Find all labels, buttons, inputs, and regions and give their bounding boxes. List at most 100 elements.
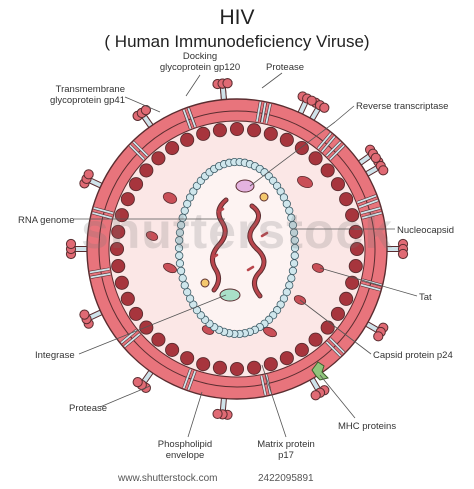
label-transmembrane: Transmembrane glycoprotein gp41 (20, 84, 125, 106)
label-matrix-line2: p17 (278, 450, 294, 461)
capsid-bead (175, 259, 185, 268)
leader-line (261, 364, 287, 438)
gp120-knob (65, 238, 77, 250)
matrix-bead (279, 132, 294, 147)
matrix-bead (114, 208, 129, 223)
tat-protein (163, 262, 177, 274)
matrix-bead (139, 163, 154, 178)
capsid-bead (183, 288, 192, 297)
matrix-bead (279, 351, 294, 366)
gp41-strand (360, 207, 381, 215)
leader-line (261, 72, 283, 89)
gp41-strand (93, 207, 114, 215)
gp41-strand (260, 375, 267, 396)
label-integrase: Integrase (35, 350, 75, 361)
label-matrix-line1: Matrix protein (257, 439, 315, 450)
gp41-strand (265, 103, 272, 124)
matrix-bead (196, 126, 211, 141)
matrix-bead (348, 259, 363, 274)
matrix-bead (308, 332, 323, 347)
label-reverse-transcriptase: Reverse transcriptase (356, 101, 449, 112)
label-nucleocapsid: Nucleocapsid (397, 225, 455, 236)
rna-strand-2 (248, 204, 266, 298)
gp41-strand (362, 211, 382, 219)
matrix-bead (196, 357, 211, 372)
leader-line (99, 385, 151, 408)
gp41-strand (187, 370, 197, 391)
matrix-bead (109, 241, 125, 257)
stock-footer-bar: www.shutterstock.com 2422095891 (0, 468, 474, 489)
matrix-bead (339, 192, 354, 207)
leader-line (319, 374, 356, 419)
matrix-bead (247, 123, 262, 138)
matrix-bead (349, 241, 365, 257)
gp41-strand (129, 144, 145, 161)
matrix-bead (128, 306, 144, 321)
matrix-bead (320, 163, 335, 178)
matrix-bead (212, 123, 227, 138)
tat-protein (311, 263, 325, 273)
gp41-strand (89, 268, 110, 274)
watermark: shutterstock (80, 203, 394, 259)
gp120-knob (310, 390, 321, 401)
matrix-bead (294, 342, 309, 358)
label-matrix-protein: Matrix protein p17 (246, 439, 326, 461)
capsid-bead (178, 274, 187, 283)
rna-fragment (216, 207, 225, 214)
matrix-bead (151, 151, 166, 166)
gp41-strand (321, 135, 336, 153)
matrix-bead (345, 208, 360, 223)
gp41-strand (358, 199, 379, 209)
label-docking-line1: Docking (182, 51, 218, 62)
reverse-transcriptase-shape (235, 179, 255, 193)
leader-line (319, 267, 418, 297)
gp41-strand (90, 272, 111, 279)
matrix-bead (120, 192, 135, 207)
matrix-bead (263, 357, 278, 372)
capsid-bead (176, 266, 186, 275)
label-transmembrane-line1: Transmembrane (55, 84, 125, 95)
leader-line (334, 105, 355, 123)
capsid-bead (289, 259, 299, 268)
matrix-bead (151, 332, 166, 347)
gp41-strand (182, 369, 192, 389)
matrix-bead (263, 126, 278, 141)
label-transmembrane-line2: glycoprotein gp41 (50, 95, 125, 106)
matrix-bead (180, 132, 195, 147)
matrix-bead (229, 361, 245, 377)
capsid-bead (180, 281, 189, 290)
gp120-knob (373, 331, 384, 342)
label-protease-bottom: Protease (69, 403, 108, 414)
footer-site: www.shutterstock.com (118, 473, 218, 484)
matrix-bead (139, 320, 154, 335)
label-leader-lines (74, 72, 418, 438)
diagram-title: HIV (219, 6, 255, 29)
gp41-strand (329, 337, 345, 354)
rna-genome (210, 197, 267, 299)
rna-fragments (210, 207, 269, 272)
rna-fragment (210, 253, 219, 260)
tat-protein (297, 175, 313, 189)
gp41-strand (325, 141, 342, 157)
tat-protein (145, 231, 159, 241)
tat-protein (162, 192, 178, 204)
capsid-bead (287, 274, 296, 283)
protease-dot-1 (259, 192, 269, 202)
rna-fragment (260, 231, 269, 238)
footer-image-id: 2422095891 (258, 473, 314, 484)
label-protease-top: Protease (266, 62, 305, 73)
gp120-knob (306, 95, 317, 106)
capsid-bead (290, 236, 299, 245)
leader-line (185, 74, 201, 97)
matrix-bead (339, 291, 354, 306)
rna-fragment (246, 265, 255, 272)
capsid-bead-ring (174, 157, 300, 339)
matrix-bead (345, 275, 360, 290)
label-phospholipid-line1: Phospholipid (157, 439, 213, 450)
label-capsid-protein: Capsid protein p24 (373, 350, 453, 361)
gp41-strand (92, 211, 112, 219)
label-phospholipid-line2: envelope (165, 450, 205, 461)
leader-line (249, 121, 336, 187)
matrix-bead (229, 121, 245, 137)
